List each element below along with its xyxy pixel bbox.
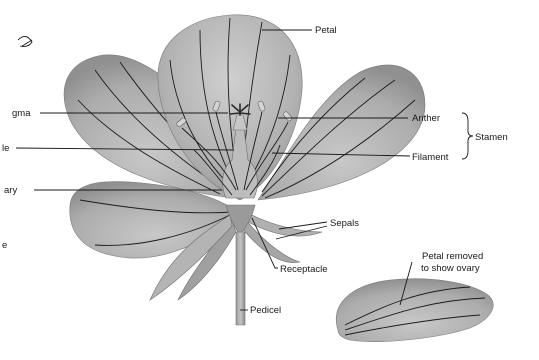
petal-removed <box>336 279 493 342</box>
label-petal: Petal <box>315 25 337 36</box>
label-sepals: Sepals <box>330 218 359 229</box>
label-ovary: ary <box>4 185 17 196</box>
margin-fragment <box>18 36 32 46</box>
label-style: le <box>2 143 9 154</box>
label-stigma: gma <box>12 108 31 119</box>
label-receptacle: Receptacle <box>280 264 328 275</box>
label-filament: Filament <box>412 152 449 163</box>
label-stamen: Stamen <box>475 132 508 143</box>
label-edge-letter: e <box>2 240 7 251</box>
label-anther: Anther <box>412 113 440 124</box>
label-pedicel: Pedicel <box>250 305 281 316</box>
label-petal-removed-1: Petal removed <box>422 251 483 262</box>
pedicel <box>236 232 245 325</box>
label-petal-removed-2: to show ovary <box>421 263 480 274</box>
